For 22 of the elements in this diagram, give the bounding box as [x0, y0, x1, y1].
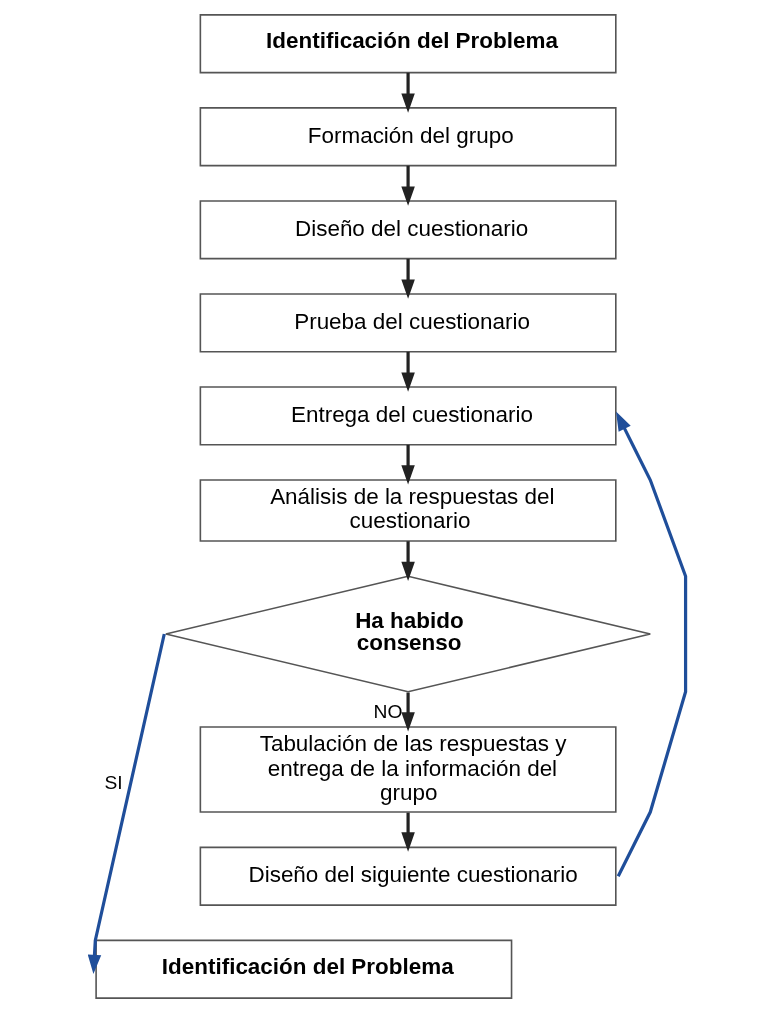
node-box: Análisis de la respuestas del cuestionario — [199, 479, 617, 542]
edge-label: NO — [373, 701, 403, 723]
arrow — [401, 258, 415, 299]
arrow — [616, 411, 688, 877]
arrow — [88, 633, 166, 975]
node-box: Entrega del cuestionario — [199, 386, 617, 446]
node-box: Prueba del cuestionario — [199, 293, 617, 353]
arrow — [401, 444, 415, 485]
node-box: Tabulación de las respuestas y entrega de la información del grupo — [199, 726, 617, 813]
edge-label: SI — [104, 772, 123, 794]
arrow — [401, 351, 415, 392]
arrow — [401, 812, 415, 852]
node-box: Identificación del Problema — [199, 14, 617, 74]
arrow — [401, 165, 415, 206]
node-box: Identificación del Problema — [95, 939, 513, 999]
node-box: Formación del grupo — [199, 107, 617, 167]
node-diamond: Ha habido consenso — [165, 575, 652, 693]
arrow — [401, 72, 415, 113]
node-box: Diseño del siguiente cuestionario — [199, 846, 617, 906]
arrow — [401, 692, 415, 732]
node-box: Diseño del cuestionario — [199, 200, 617, 260]
arrow — [401, 541, 415, 582]
